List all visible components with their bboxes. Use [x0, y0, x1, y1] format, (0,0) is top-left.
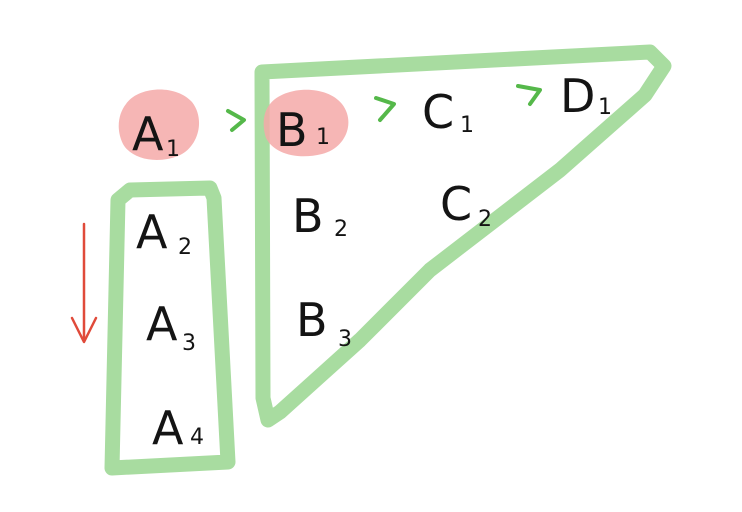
group-outline-triangle [254, 44, 672, 428]
label-a2: A 2 [136, 205, 192, 260]
highlight-blob-a1 [118, 89, 200, 160]
label-b2: B 2 [292, 189, 348, 243]
red-down-arrow [70, 222, 98, 344]
label-a3: A 3 [146, 297, 196, 356]
label-d1: D 1 [560, 69, 612, 123]
label-a4: A 4 [152, 401, 204, 455]
label-c2-letter: C [440, 177, 472, 231]
label-a4-letter: A [152, 401, 184, 455]
highlight-blob-b1 [263, 89, 349, 157]
green-arrow-c1-to-d1 [516, 84, 542, 106]
label-b2-index: 2 [334, 217, 348, 242]
label-a3-letter: A [146, 297, 178, 351]
label-c1: C 1 [422, 85, 474, 139]
label-b2-letter: B [292, 189, 324, 243]
green-arrow-a1-to-b1 [226, 109, 246, 132]
label-c1-index: 1 [460, 113, 474, 138]
label-b1-index: 1 [316, 125, 330, 150]
label-a1-index: 1 [166, 137, 180, 162]
label-c1-letter: C [422, 85, 454, 139]
green-arrow-b1-to-c1 [374, 96, 396, 122]
label-a1: A 1 [132, 107, 180, 162]
label-a1-letter: A [132, 107, 164, 161]
label-c2: C 2 [440, 177, 492, 232]
group-outline-a-column [104, 180, 236, 476]
label-a2-letter: A [136, 205, 168, 259]
label-a3-index: 3 [182, 331, 196, 356]
label-b1-letter: B [276, 103, 308, 157]
label-b3: B 3 [296, 293, 352, 352]
label-a4-index: 4 [190, 425, 204, 450]
label-b3-index: 3 [338, 327, 352, 352]
label-d1-letter: D [560, 69, 595, 123]
label-c2-index: 2 [478, 207, 492, 232]
label-d1-index: 1 [598, 95, 612, 120]
label-a2-index: 2 [178, 235, 192, 260]
label-b3-letter: B [296, 293, 328, 347]
label-b1: B 1 [276, 103, 330, 157]
